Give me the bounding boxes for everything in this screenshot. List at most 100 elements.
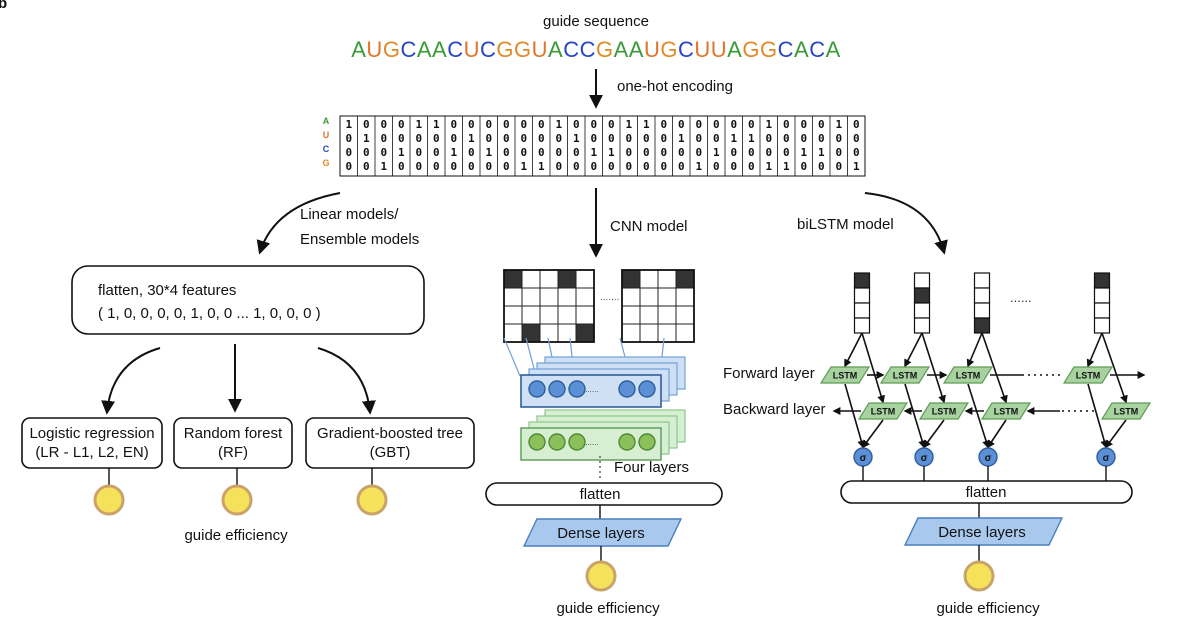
backward-lstm-cell-label: LSTM xyxy=(994,407,1019,417)
matrix-cell: 0 xyxy=(730,146,737,159)
matrix-cell: 1 xyxy=(835,118,842,131)
cnn-filter-1-cell xyxy=(521,323,541,343)
sequence-base: G xyxy=(660,37,678,62)
forward-lstm-cell xyxy=(819,366,871,384)
cnn-node-1 xyxy=(528,380,546,398)
matrix-cell: 0 xyxy=(765,146,772,159)
matrix-cell: 1 xyxy=(415,118,422,131)
cnn-filter-1-cell xyxy=(575,305,595,325)
matrix-cell: 0 xyxy=(555,132,562,145)
matrix-cell: 0 xyxy=(520,132,527,145)
matrix-cell: 1 xyxy=(765,118,772,131)
matrix-cell: 1 xyxy=(853,160,860,173)
matrix-cell: 0 xyxy=(433,160,440,173)
backward-to-sigma-arrow xyxy=(987,419,1007,449)
cnn-conv-layer-2 xyxy=(520,409,686,461)
matrix-cell: 0 xyxy=(415,132,422,145)
cnn-node-2 xyxy=(528,433,546,451)
cnn-filter-1-cell xyxy=(503,323,523,343)
matrix-cell: 0 xyxy=(363,146,370,159)
cnn-filter-dots: ....... xyxy=(600,292,619,303)
sigma-node-label: σ xyxy=(985,453,992,464)
matrix-cell: 0 xyxy=(608,132,615,145)
forward-to-sigma-arrow xyxy=(967,383,990,449)
forward-lstm-cell-label: LSTM xyxy=(1076,371,1101,381)
cnn-filter-1-cell xyxy=(521,305,541,325)
matrix-cell: 0 xyxy=(730,160,737,173)
matrix-cell: 0 xyxy=(573,146,580,159)
matrix-cell: 0 xyxy=(380,118,387,131)
cnn-filter-2-frame xyxy=(621,269,695,343)
backward-to-sigma-arrow xyxy=(1105,419,1127,449)
backward-layer-label: Backward layer xyxy=(723,401,826,418)
matrix-cell: 1 xyxy=(713,146,720,159)
matrix-cell: 0 xyxy=(450,118,457,131)
matrix-cell: 0 xyxy=(468,146,475,159)
matrix-cell: 0 xyxy=(363,160,370,173)
matrix-cell: 1 xyxy=(380,160,387,173)
matrix-cell: 0 xyxy=(468,160,475,173)
cnn-node-1 xyxy=(548,380,566,398)
forward-lstm-cell-label: LSTM xyxy=(833,371,858,381)
forward-layer-label: Forward layer xyxy=(723,365,815,382)
matrix-cell: 1 xyxy=(765,160,772,173)
matrix-cell: 0 xyxy=(695,132,702,145)
bilstm-input-cell xyxy=(913,287,931,304)
model-rf-line2: (RF) xyxy=(218,444,248,461)
matrix-cell: 0 xyxy=(590,118,597,131)
matrix-row-label: G xyxy=(322,158,329,168)
matrix-cell: 0 xyxy=(573,160,580,173)
matrix-cell: 0 xyxy=(625,146,632,159)
matrix-cell: 0 xyxy=(783,118,790,131)
cnn-conv-nodes-2: ....... xyxy=(528,433,656,451)
sequence-base: C xyxy=(809,37,825,62)
matrix-cell: 0 xyxy=(835,132,842,145)
matrix-cell: 0 xyxy=(713,132,720,145)
cnn-filter-2-cell xyxy=(675,305,695,325)
cnn-conv-nodes-1: ....... xyxy=(528,380,656,398)
sequence-base: G xyxy=(760,37,778,62)
forward-to-sigma-arrow xyxy=(1087,383,1109,449)
sequence-base: A xyxy=(351,37,366,62)
linear-branch-arrow xyxy=(256,192,341,255)
matrix-cell: 0 xyxy=(538,132,545,145)
matrix-cell: 0 xyxy=(503,146,510,159)
gbt-output-node xyxy=(356,484,388,516)
bilstm-input-cell xyxy=(913,317,931,334)
matrix-cell: 0 xyxy=(643,146,650,159)
matrix-cell: 0 xyxy=(625,132,632,145)
matrix-cell: 0 xyxy=(520,118,527,131)
sequence-base: U xyxy=(532,37,548,62)
matrix-cell: 1 xyxy=(398,146,405,159)
matrix-cell: 0 xyxy=(783,146,790,159)
rf-output-node xyxy=(221,484,253,516)
cnn-output-node xyxy=(585,560,617,592)
sequence-base: U xyxy=(644,37,660,62)
bilstm-input-cell xyxy=(853,317,871,334)
matrix-cell: 0 xyxy=(713,160,720,173)
sequence-base: A xyxy=(826,37,841,62)
input-to-backward-arrow xyxy=(921,332,946,404)
cnn-filter-2-cell xyxy=(657,305,677,325)
sequence-base: A xyxy=(629,37,644,62)
bilstm-input-cell xyxy=(1093,317,1111,334)
sequence-base: C xyxy=(563,37,579,62)
matrix-cell: 0 xyxy=(660,118,667,131)
bilstm-input-cell xyxy=(853,302,871,319)
cnn-filter-1-cell xyxy=(575,323,595,343)
cnn-conv-layer-1 xyxy=(520,356,686,408)
matrix-cell: 1 xyxy=(608,146,615,159)
matrix-cell: 0 xyxy=(678,160,685,173)
sequence-base: G xyxy=(383,37,401,62)
model-box-lr: Logistic regression (LR - L1, L2, EN) xyxy=(21,417,163,469)
backward-lstm-cell xyxy=(918,402,970,420)
matrix-cell: 1 xyxy=(345,118,352,131)
matrix-cell: 0 xyxy=(800,132,807,145)
bilstm-input-cell xyxy=(1093,287,1111,304)
sequence-base: C xyxy=(678,37,694,62)
sequence-base: U xyxy=(366,37,382,62)
bilstm-branch-label: biLSTM model xyxy=(797,216,894,233)
matrix-cell: 0 xyxy=(590,160,597,173)
matrix-cell: 0 xyxy=(853,146,860,159)
bilstm-output-label: guide efficiency xyxy=(936,600,1040,617)
